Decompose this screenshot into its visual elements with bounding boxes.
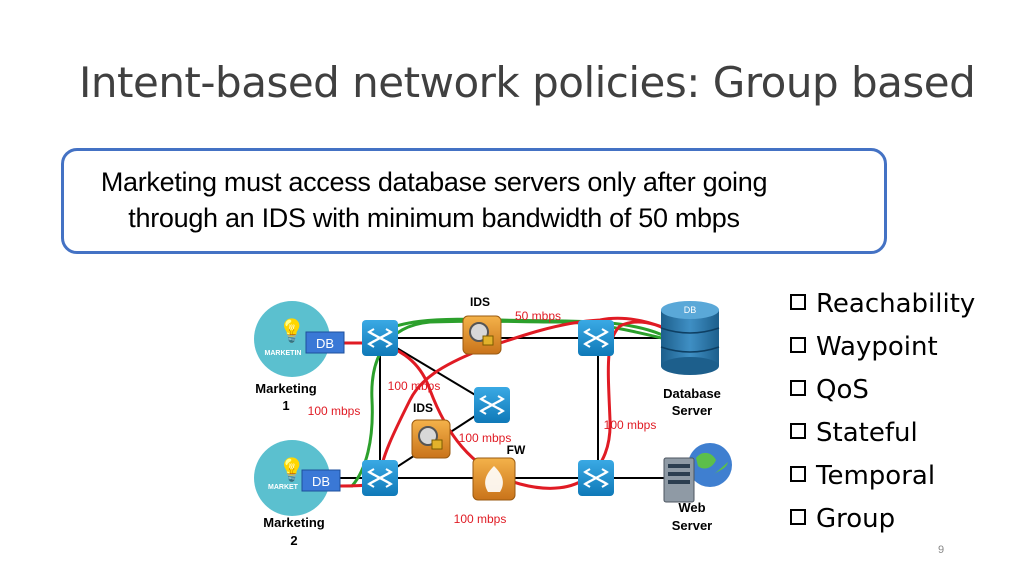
web-server-label-line2: Server [672, 518, 712, 533]
marketing-2-logo-text: MARKET [268, 484, 299, 491]
marketing-1-label-line2: 1 [282, 398, 289, 413]
ids-top-icon [462, 315, 502, 355]
ids-top-label: IDS [470, 295, 490, 309]
web-server-icon [663, 443, 732, 503]
page-number: 9 [938, 544, 945, 556]
bandwidth-100-left-label: 100 mbps [308, 404, 361, 418]
checklist-label: Temporal [816, 460, 936, 491]
svg-text:💡: 💡 [278, 318, 305, 344]
slide-title: Intent-based network policies: Group bas… [79, 58, 976, 107]
switch-bottom-right [576, 458, 616, 498]
switch-top-left [360, 318, 400, 358]
checklist-label: Waypoint [816, 331, 938, 362]
web-server-label-line1: Web [678, 500, 705, 515]
marketing-2-label-line1: Marketing [263, 515, 324, 530]
bandwidth-50-label: 50 mbps [515, 309, 561, 323]
checklist-item-group: Group [790, 497, 975, 540]
fw-label: FW [507, 443, 526, 457]
checkbox-icon [790, 422, 806, 439]
checklist-item-waypoint: Waypoint [790, 325, 975, 368]
marketing-1-db-tag: DB [316, 336, 334, 351]
checklist-item-stateful: Stateful [790, 411, 975, 454]
database-icon-text: DB [684, 305, 697, 315]
ids-middle-icon [411, 419, 451, 459]
checklist-item-temporal: Temporal [790, 454, 975, 497]
bandwidth-100-bottom-label: 100 mbps [454, 512, 507, 526]
marketing-1-logo-text: MARKETIN [265, 350, 302, 357]
checkbox-icon [790, 336, 806, 353]
checklist-label: QoS [816, 374, 869, 405]
database-server-label-line2: Server [672, 403, 712, 418]
switch-middle [472, 385, 512, 425]
checklist-item-reachability: Reachability [790, 282, 975, 325]
intent-text-line-2: through an IDS with minimum bandwidth of… [128, 203, 740, 233]
marketing-2-node: 💡 MARKET [254, 440, 330, 516]
checkbox-icon [790, 508, 806, 525]
bandwidth-100-mid-label: 100 mbps [459, 431, 512, 445]
checklist-item-qos: QoS [790, 368, 975, 411]
marketing-1-node: 💡 MARKETIN [254, 301, 330, 377]
bandwidth-100-right-label: 100 mbps [604, 418, 657, 432]
bandwidth-100-top-label: 100 mbps [388, 379, 441, 393]
intent-box: Marketing must access database servers o… [61, 148, 887, 254]
svg-text:💡: 💡 [278, 457, 305, 483]
database-server-icon: DB [660, 301, 720, 375]
intent-text-line-1: Marketing must access database servers o… [100, 167, 768, 197]
policy-checklist: Reachability Waypoint QoS Stateful Tempo… [790, 282, 975, 540]
marketing-1-label-line1: Marketing [255, 381, 316, 396]
database-server-label-line1: Database [663, 386, 721, 401]
checkbox-icon [790, 379, 806, 396]
marketing-2-label-line2: 2 [290, 533, 297, 548]
checkbox-icon [790, 293, 806, 310]
checkbox-icon [790, 465, 806, 482]
checklist-label: Stateful [816, 417, 918, 448]
checklist-label: Group [816, 503, 896, 534]
switch-top-right [576, 318, 616, 358]
switch-bottom-left [360, 458, 400, 498]
marketing-2-db-tag: DB [312, 474, 330, 489]
checklist-label: Reachability [816, 288, 976, 319]
ids-middle-label: IDS [413, 401, 433, 415]
firewall-icon [472, 457, 516, 501]
